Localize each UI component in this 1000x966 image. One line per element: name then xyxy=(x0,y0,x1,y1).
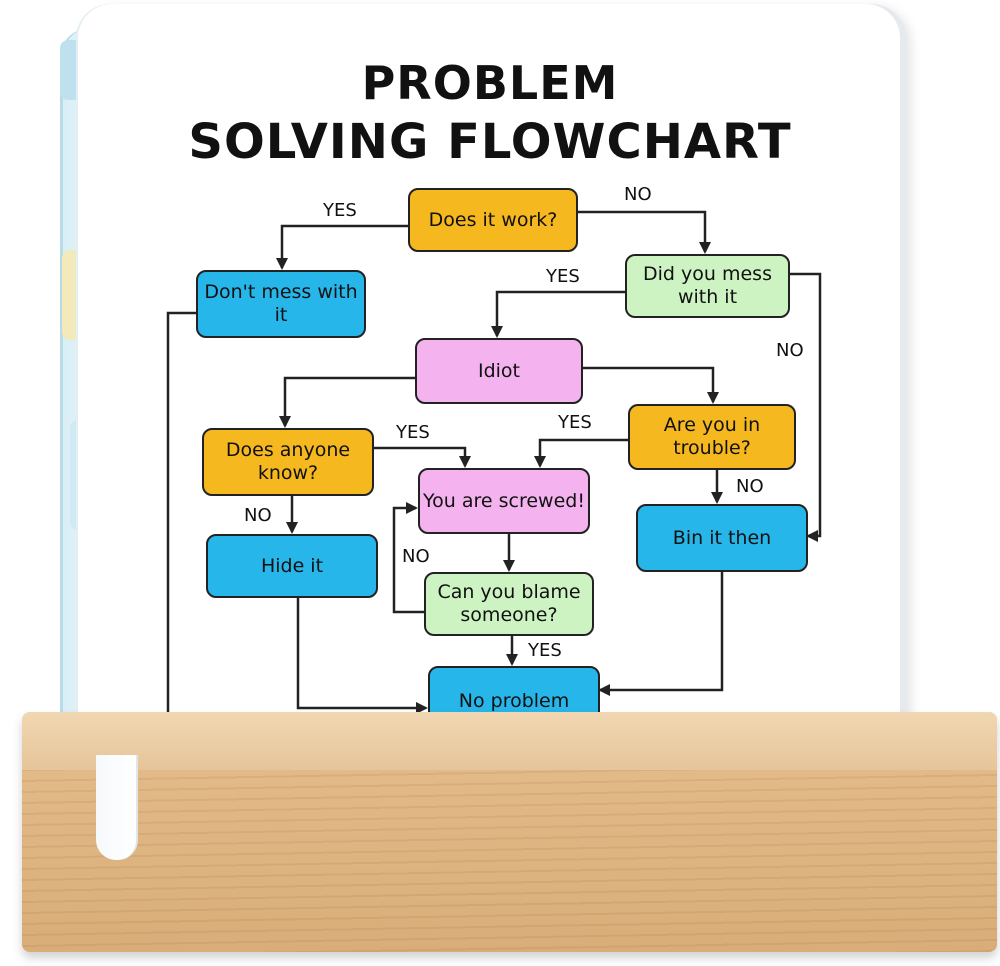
edge-mess-yes xyxy=(491,290,625,338)
edge-work-yes xyxy=(276,224,408,270)
label-trouble-yes: YES xyxy=(558,412,592,433)
node-hide-it: Hide it xyxy=(206,534,378,598)
wooden-base-top xyxy=(22,712,997,772)
label-work-yes: YES xyxy=(323,200,357,221)
edge-mess-no xyxy=(790,272,822,542)
edge-dontmess-noproblem xyxy=(166,311,425,724)
edge-bin-noproblem xyxy=(598,572,724,696)
wooden-base-front xyxy=(22,770,997,952)
node-does-anyone-know: Does anyone know? xyxy=(202,428,374,496)
label-mess-no: NO xyxy=(776,340,804,361)
label-anyone-yes: YES xyxy=(396,422,430,443)
edge-trouble-yes xyxy=(534,438,628,468)
node-can-you-blame: Can you blame someone? xyxy=(424,572,594,636)
node-idiot: Idiot xyxy=(415,338,583,404)
node-does-it-work: Does it work? xyxy=(408,188,578,252)
edge-idiot-left xyxy=(279,376,415,428)
node-you-are-screwed: You are screwed! xyxy=(418,468,590,534)
node-did-you-mess: Did you mess with it xyxy=(625,254,790,318)
edge-idiot-right xyxy=(583,366,719,404)
node-dont-mess: Don't mess with it xyxy=(196,270,366,338)
edge-anyone-yes xyxy=(374,446,471,468)
label-anyone-no: NO xyxy=(244,505,272,526)
edge-blame-no xyxy=(392,502,424,614)
label-mess-yes: YES xyxy=(546,266,580,287)
title-line-1: PROBLEM xyxy=(361,56,619,110)
label-blame-yes: YES xyxy=(528,640,562,661)
node-are-you-in-trouble: Are you in trouble? xyxy=(628,404,796,470)
label-work-no: NO xyxy=(624,184,652,205)
label-blame-no: NO xyxy=(402,546,430,567)
node-bin-it-then: Bin it then xyxy=(636,504,808,572)
panel-slot xyxy=(96,755,138,860)
edge-hide-noproblem xyxy=(296,598,428,714)
edge-work-no xyxy=(578,210,711,254)
title-line-2: SOLVING FLOWCHART xyxy=(188,114,792,170)
label-trouble-no: NO xyxy=(736,476,764,497)
